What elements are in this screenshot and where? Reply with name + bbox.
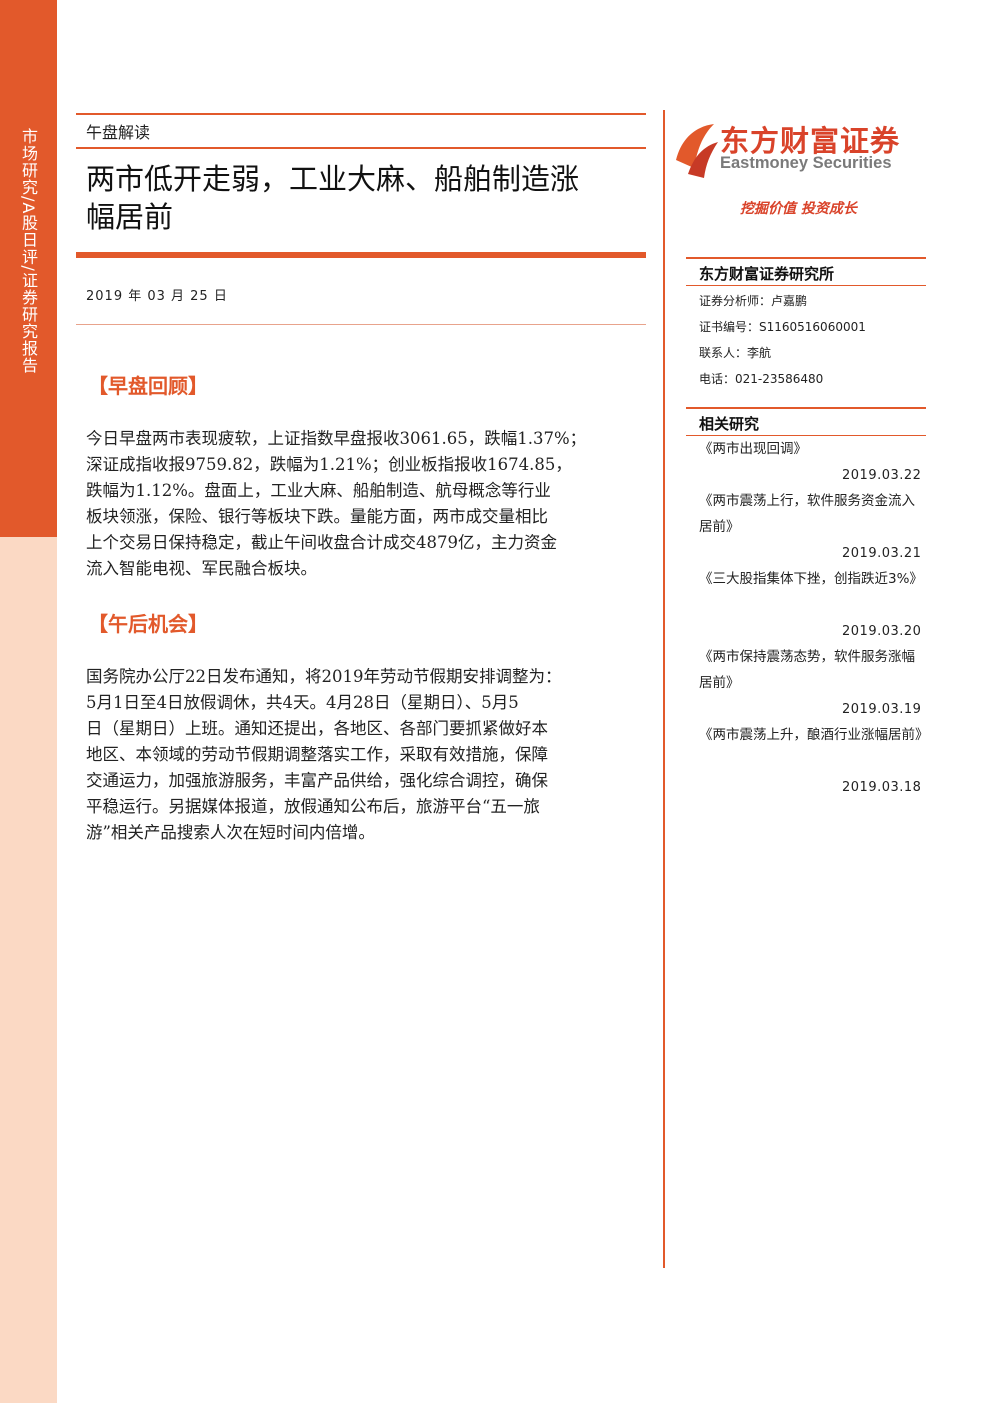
institute-rule-bottom (686, 285, 926, 286)
title-line-1: 两市低开走弱，工业大麻、船舶制造涨 (86, 162, 580, 196)
text-line: 今日早盘两市表现疲软，上证指数早盘报收3061.65，跌幅1.37%； (86, 429, 587, 448)
side-strip-top (0, 0, 57, 537)
text-line: 平稳运行。另据媒体报道，放假通知公布后，旅游平台“五一旅 (86, 797, 540, 816)
text-line: 板块领涨，保险、银行等板块下跌。量能方面，两市成交量相比 (86, 507, 548, 526)
analyst-name: 证券分析师：卢嘉鹏 (699, 294, 808, 308)
brand-name-en: Eastmoney Securities (720, 154, 892, 172)
text-line: 国务院办公厅22日发布通知，将2019年劳动节假期安排调整为： (86, 667, 562, 686)
related-item-date: 2019.03.22 (842, 468, 922, 483)
related-item-title[interactable]: 《两市震荡上行，软件服务资金流入居前》 (699, 493, 915, 535)
side-strip: 市场研究/A股日评/证券研究报告 (0, 0, 57, 1403)
contact-person: 联系人：李航 (699, 346, 772, 360)
related-item-date: 2019.03.20 (842, 624, 922, 639)
brand-logo-icon (676, 124, 718, 178)
header-rule-top (76, 113, 646, 115)
related-item-title[interactable]: 《两市保持震荡态势，软件服务涨幅居前》 (699, 649, 915, 691)
related-item-date: 2019.03.19 (842, 702, 922, 717)
related-item-title[interactable]: 《两市震荡上升，酿酒行业涨幅居前》 (699, 727, 929, 743)
related-item-title[interactable]: 《两市出现回调》 (699, 441, 807, 457)
text-line: 流入智能电视、军民融合板块。 (86, 559, 317, 578)
text-line: 游”相关产品搜索人次在短时间内倍增。 (86, 823, 375, 842)
header-rule-thick (76, 252, 646, 258)
date-divider (76, 324, 646, 325)
report-category: 午盘解读 (86, 123, 151, 142)
related-item-date: 2019.03.18 (842, 780, 922, 795)
side-strip-bottom (0, 537, 57, 1403)
side-label: 市场研究/A股日评/证券研究报告 (19, 128, 38, 374)
text-line: 5月1日至4日放假调休，共4天。4月28日（星期日）、5月5 (86, 693, 519, 712)
section-body-morning: 今日早盘两市表现疲软，上证指数早盘报收3061.65，跌幅1.37%； 深证成指… (86, 426, 644, 582)
text-line: 上个交易日保持稳定，截止午间收盘合计成交4879亿，主力资金 (86, 533, 557, 552)
section-heading-afternoon: 【午后机会】 (88, 612, 208, 636)
institute-name: 东方财富证券研究所 (699, 265, 835, 283)
section-heading-morning: 【早盘回顾】 (88, 374, 208, 398)
text-line: 交通运力，加强旅游服务，丰富产品供给，强化综合调控，确保 (86, 771, 548, 790)
related-rule-bottom (686, 435, 926, 436)
title-line-2: 幅居前 (86, 200, 174, 234)
text-line: 跌幅为1.12%。盘面上，工业大麻、船舶制造、航母概念等行业 (86, 481, 551, 500)
phone-number: 电话：021-23586480 (699, 372, 824, 386)
page-title: 两市低开走弱，工业大麻、船舶制造涨 幅居前 (86, 160, 646, 236)
text-line: 深证成指收报9759.82，跌幅为1.21%；创业板指报收1674.85， (86, 455, 572, 474)
related-heading: 相关研究 (699, 415, 760, 433)
related-rule-top (686, 407, 926, 409)
header-rule-mid (76, 147, 646, 149)
related-item-date: 2019.03.21 (842, 546, 922, 561)
section-body-afternoon: 国务院办公厅22日发布通知，将2019年劳动节假期安排调整为： 5月1日至4日放… (86, 664, 644, 846)
text-line: 地区、本领域的劳动节假期调整落实工作，采取有效措施，保障 (86, 745, 548, 764)
text-line: 日（星期日）上班。通知还提出，各地区、各部门要抓紧做好本 (86, 719, 548, 738)
institute-rule-top (686, 257, 926, 259)
column-divider (663, 110, 665, 1268)
brand-name-cn: 东方财富证券 (720, 124, 901, 158)
certificate-number: 证书编号：S1160516060001 (699, 320, 866, 334)
related-item-title[interactable]: 《三大股指集体下挫，创指跌近3%》 (699, 571, 923, 587)
report-date: 2019 年 03 月 25 日 (86, 289, 228, 304)
brand-slogan: 挖掘价值 投资成长 (740, 201, 857, 217)
